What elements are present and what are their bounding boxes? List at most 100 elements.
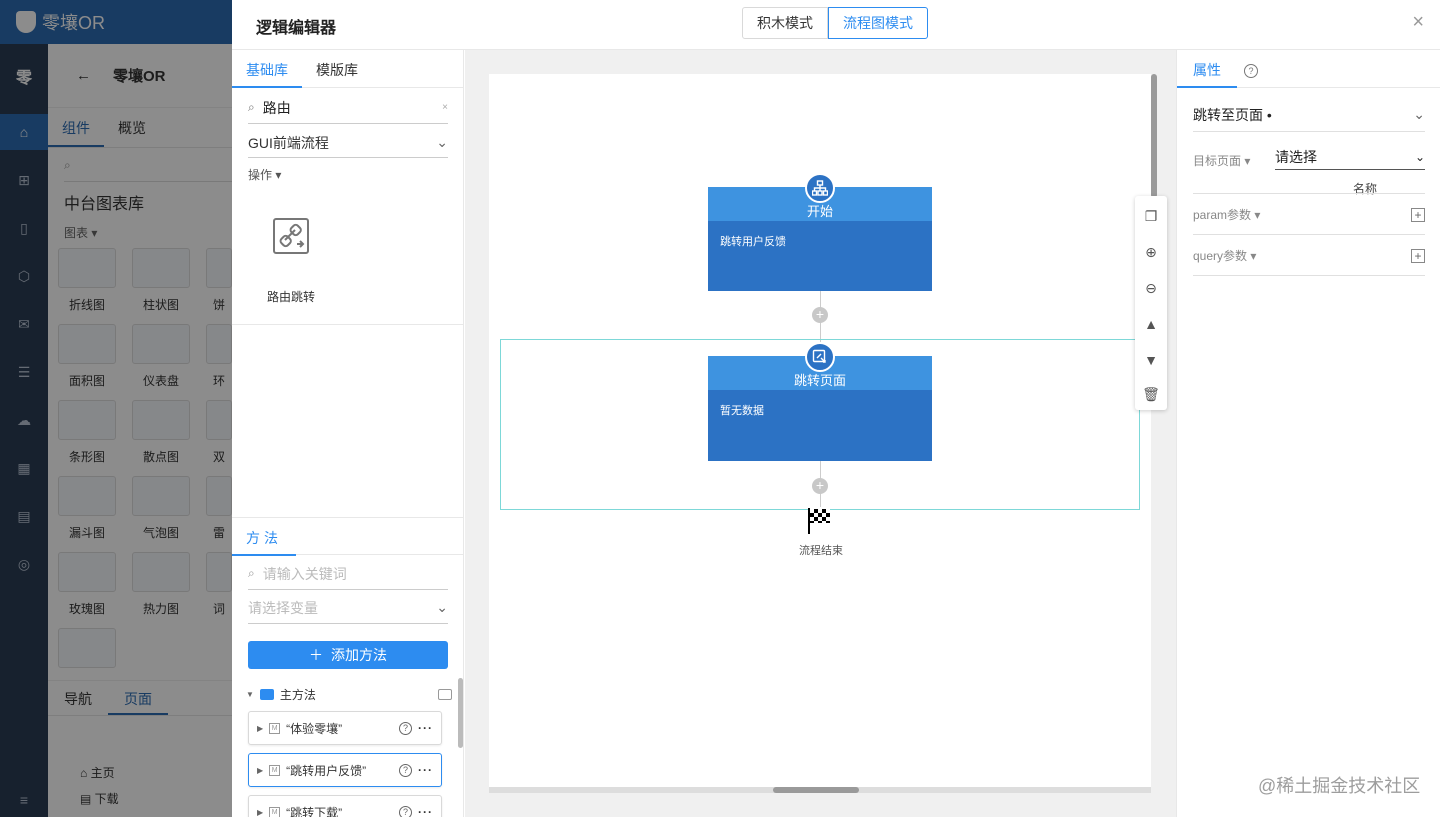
jump-page-node[interactable]: 跳转页面 暂无数据 <box>708 342 932 461</box>
close-icon[interactable]: × <box>1412 11 1424 33</box>
funnel-chart-tile[interactable] <box>58 476 116 516</box>
add-folder-icon[interactable] <box>438 688 452 700</box>
scatter-chart-tile[interactable] <box>132 400 190 440</box>
dual-chart-tile[interactable] <box>206 400 232 440</box>
help-icon[interactable]: ? <box>1244 64 1258 78</box>
caret-right-icon[interactable]: ▶ <box>257 765 264 775</box>
page-item-download[interactable]: ▤ 下载 <box>80 792 119 806</box>
tab-basic-library[interactable]: 基础库 <box>232 50 302 88</box>
bar-chart-tile[interactable] <box>132 248 190 288</box>
page-jump-icon <box>805 342 835 372</box>
clear-icon[interactable]: × <box>442 102 448 113</box>
flow-canvas-area: 开始 跳转用户反馈 + 跳转页面 暂无数据 + <box>465 50 1176 817</box>
target-page-select[interactable]: 请选择 ⌄ <box>1275 144 1425 170</box>
rose-chart-tile[interactable] <box>58 552 116 592</box>
operation-category[interactable]: 操作 ▾ <box>248 168 282 182</box>
method-search-input[interactable]: ⌕ 请输入关键词 <box>248 558 448 590</box>
start-node[interactable]: 开始 跳转用户反馈 <box>708 173 932 291</box>
cloud-icon[interactable]: ☁ <box>17 411 31 428</box>
help-icon[interactable]: ? <box>399 721 412 735</box>
map-chart-tile[interactable] <box>58 628 116 668</box>
target-page-label[interactable]: 目标页面 ▾ <box>1193 154 1251 168</box>
horizontal-scroll-thumb[interactable] <box>773 787 859 793</box>
main-method-folder[interactable]: ▼ 主方法 <box>246 684 452 704</box>
scrollbar[interactable] <box>458 678 463 748</box>
home-icon[interactable]: ⌂ <box>0 114 48 150</box>
chart-label: 条形图 <box>68 450 105 464</box>
add-node-icon[interactable]: + <box>812 478 828 494</box>
bubble-chart-tile[interactable] <box>132 476 190 516</box>
radar-chart-tile[interactable] <box>206 476 232 516</box>
vertical-scrollbar[interactable] <box>1151 74 1157 198</box>
block-mode-button[interactable]: 积木模式 <box>742 7 828 39</box>
method-item[interactable]: ▶ M “跳转用户反馈” ? ··· <box>248 753 442 787</box>
gauge-chart-tile[interactable] <box>132 324 190 364</box>
add-node-icon[interactable]: + <box>812 307 828 323</box>
zoom-in-icon[interactable]: ⊕ <box>1145 243 1157 260</box>
pie-chart-tile[interactable] <box>206 248 232 288</box>
more-icon[interactable]: ··· <box>418 763 433 777</box>
cube-icon[interactable]: ⬡ <box>17 267 31 284</box>
line-chart-tile[interactable] <box>58 248 116 288</box>
caret-right-icon[interactable]: ▶ <box>257 723 264 733</box>
jump-page-section[interactable]: 跳转至页面 • ⌄ <box>1193 98 1425 132</box>
move-up-icon[interactable]: ▲ <box>1144 316 1158 332</box>
apps-icon[interactable]: ▦ <box>17 459 31 476</box>
ring-chart-tile[interactable] <box>206 324 232 364</box>
app-logo[interactable]: 零壤OR <box>16 9 105 35</box>
component-search[interactable]: ⌕ <box>64 158 232 182</box>
query-label[interactable]: query参数 ▾ <box>1193 249 1257 263</box>
method-search-placeholder: 请输入关键词 <box>262 565 347 582</box>
settings-icon[interactable]: ◎ <box>17 555 31 572</box>
menu-icon[interactable]: ≡ <box>19 792 29 808</box>
tab-properties[interactable]: 属性 <box>1177 50 1237 88</box>
flowchart-mode-button[interactable]: 流程图模式 <box>828 7 928 39</box>
app-name: 零壤OR <box>113 68 166 85</box>
flow-type-select[interactable]: GUI前端流程 ⌄ <box>248 128 448 158</box>
route-jump-component[interactable] <box>240 190 342 284</box>
move-down-icon[interactable]: ▼ <box>1144 352 1158 368</box>
library-search-input[interactable]: ⌕ 路由 × <box>248 92 448 124</box>
hbar-chart-tile[interactable] <box>58 400 116 440</box>
back-arrow-icon[interactable]: ← <box>76 67 91 84</box>
plus-square-icon[interactable]: ⊞ <box>18 171 30 188</box>
wordcloud-chart-tile[interactable] <box>206 552 232 592</box>
document-icon[interactable]: ▯ <box>20 219 28 236</box>
zoom-out-icon[interactable]: ⊖ <box>1145 279 1157 296</box>
chart-label: 折线图 <box>68 298 105 312</box>
tab-pages[interactable]: 页面 <box>108 681 168 715</box>
param-label[interactable]: param参数 ▾ <box>1193 208 1261 222</box>
flow-canvas[interactable]: 开始 跳转用户反馈 + 跳转页面 暂无数据 + <box>489 74 1151 787</box>
help-icon[interactable]: ? <box>399 805 412 817</box>
add-query-icon[interactable]: + <box>1411 249 1425 263</box>
method-item[interactable]: ▶ M “跳转下载” ? ··· <box>248 795 442 817</box>
query-row: query参数 ▾ + <box>1193 247 1425 267</box>
tab-methods[interactable]: 方法 <box>232 518 296 556</box>
tab-components[interactable]: 组件 <box>48 108 104 147</box>
chart-label: 环 <box>212 374 225 388</box>
page-item-home[interactable]: ⌂ 主页 <box>80 766 115 780</box>
mail-icon[interactable]: ✉ <box>18 315 30 332</box>
list-icon[interactable]: ☰ <box>17 363 31 380</box>
layout-icon[interactable]: ▤ <box>17 507 31 524</box>
add-param-icon[interactable]: + <box>1411 208 1425 222</box>
chart-category[interactable]: 图表 ▾ <box>64 226 98 240</box>
area-chart-tile[interactable] <box>58 324 116 364</box>
heatmap-chart-tile[interactable] <box>132 552 190 592</box>
more-icon[interactable]: ··· <box>418 721 433 735</box>
tab-navigation[interactable]: 导航 <box>64 691 92 707</box>
more-icon[interactable]: ··· <box>418 805 433 817</box>
add-method-button[interactable]: ＋ 添加方法 <box>248 641 448 669</box>
target-page-row: 目标页面 ▾ 请选择 ⌄ 名称 <box>1193 144 1425 196</box>
chevron-down-icon: ⌄ <box>1414 149 1425 164</box>
tab-overview[interactable]: 概览 <box>118 120 146 136</box>
copy-icon[interactable]: ❐ <box>1144 207 1158 224</box>
chart-label: 仪表盘 <box>142 374 179 388</box>
tab-template-library[interactable]: 模版库 <box>316 62 358 78</box>
trash-icon[interactable]: 🗑 <box>1142 385 1160 402</box>
variable-select[interactable]: 请选择变量 ⌄ <box>248 592 448 624</box>
help-icon[interactable]: ? <box>399 763 412 777</box>
method-item[interactable]: ▶ M “体验零壤” ? ··· <box>248 711 442 745</box>
divider <box>232 324 464 325</box>
caret-right-icon[interactable]: ▶ <box>257 807 264 817</box>
